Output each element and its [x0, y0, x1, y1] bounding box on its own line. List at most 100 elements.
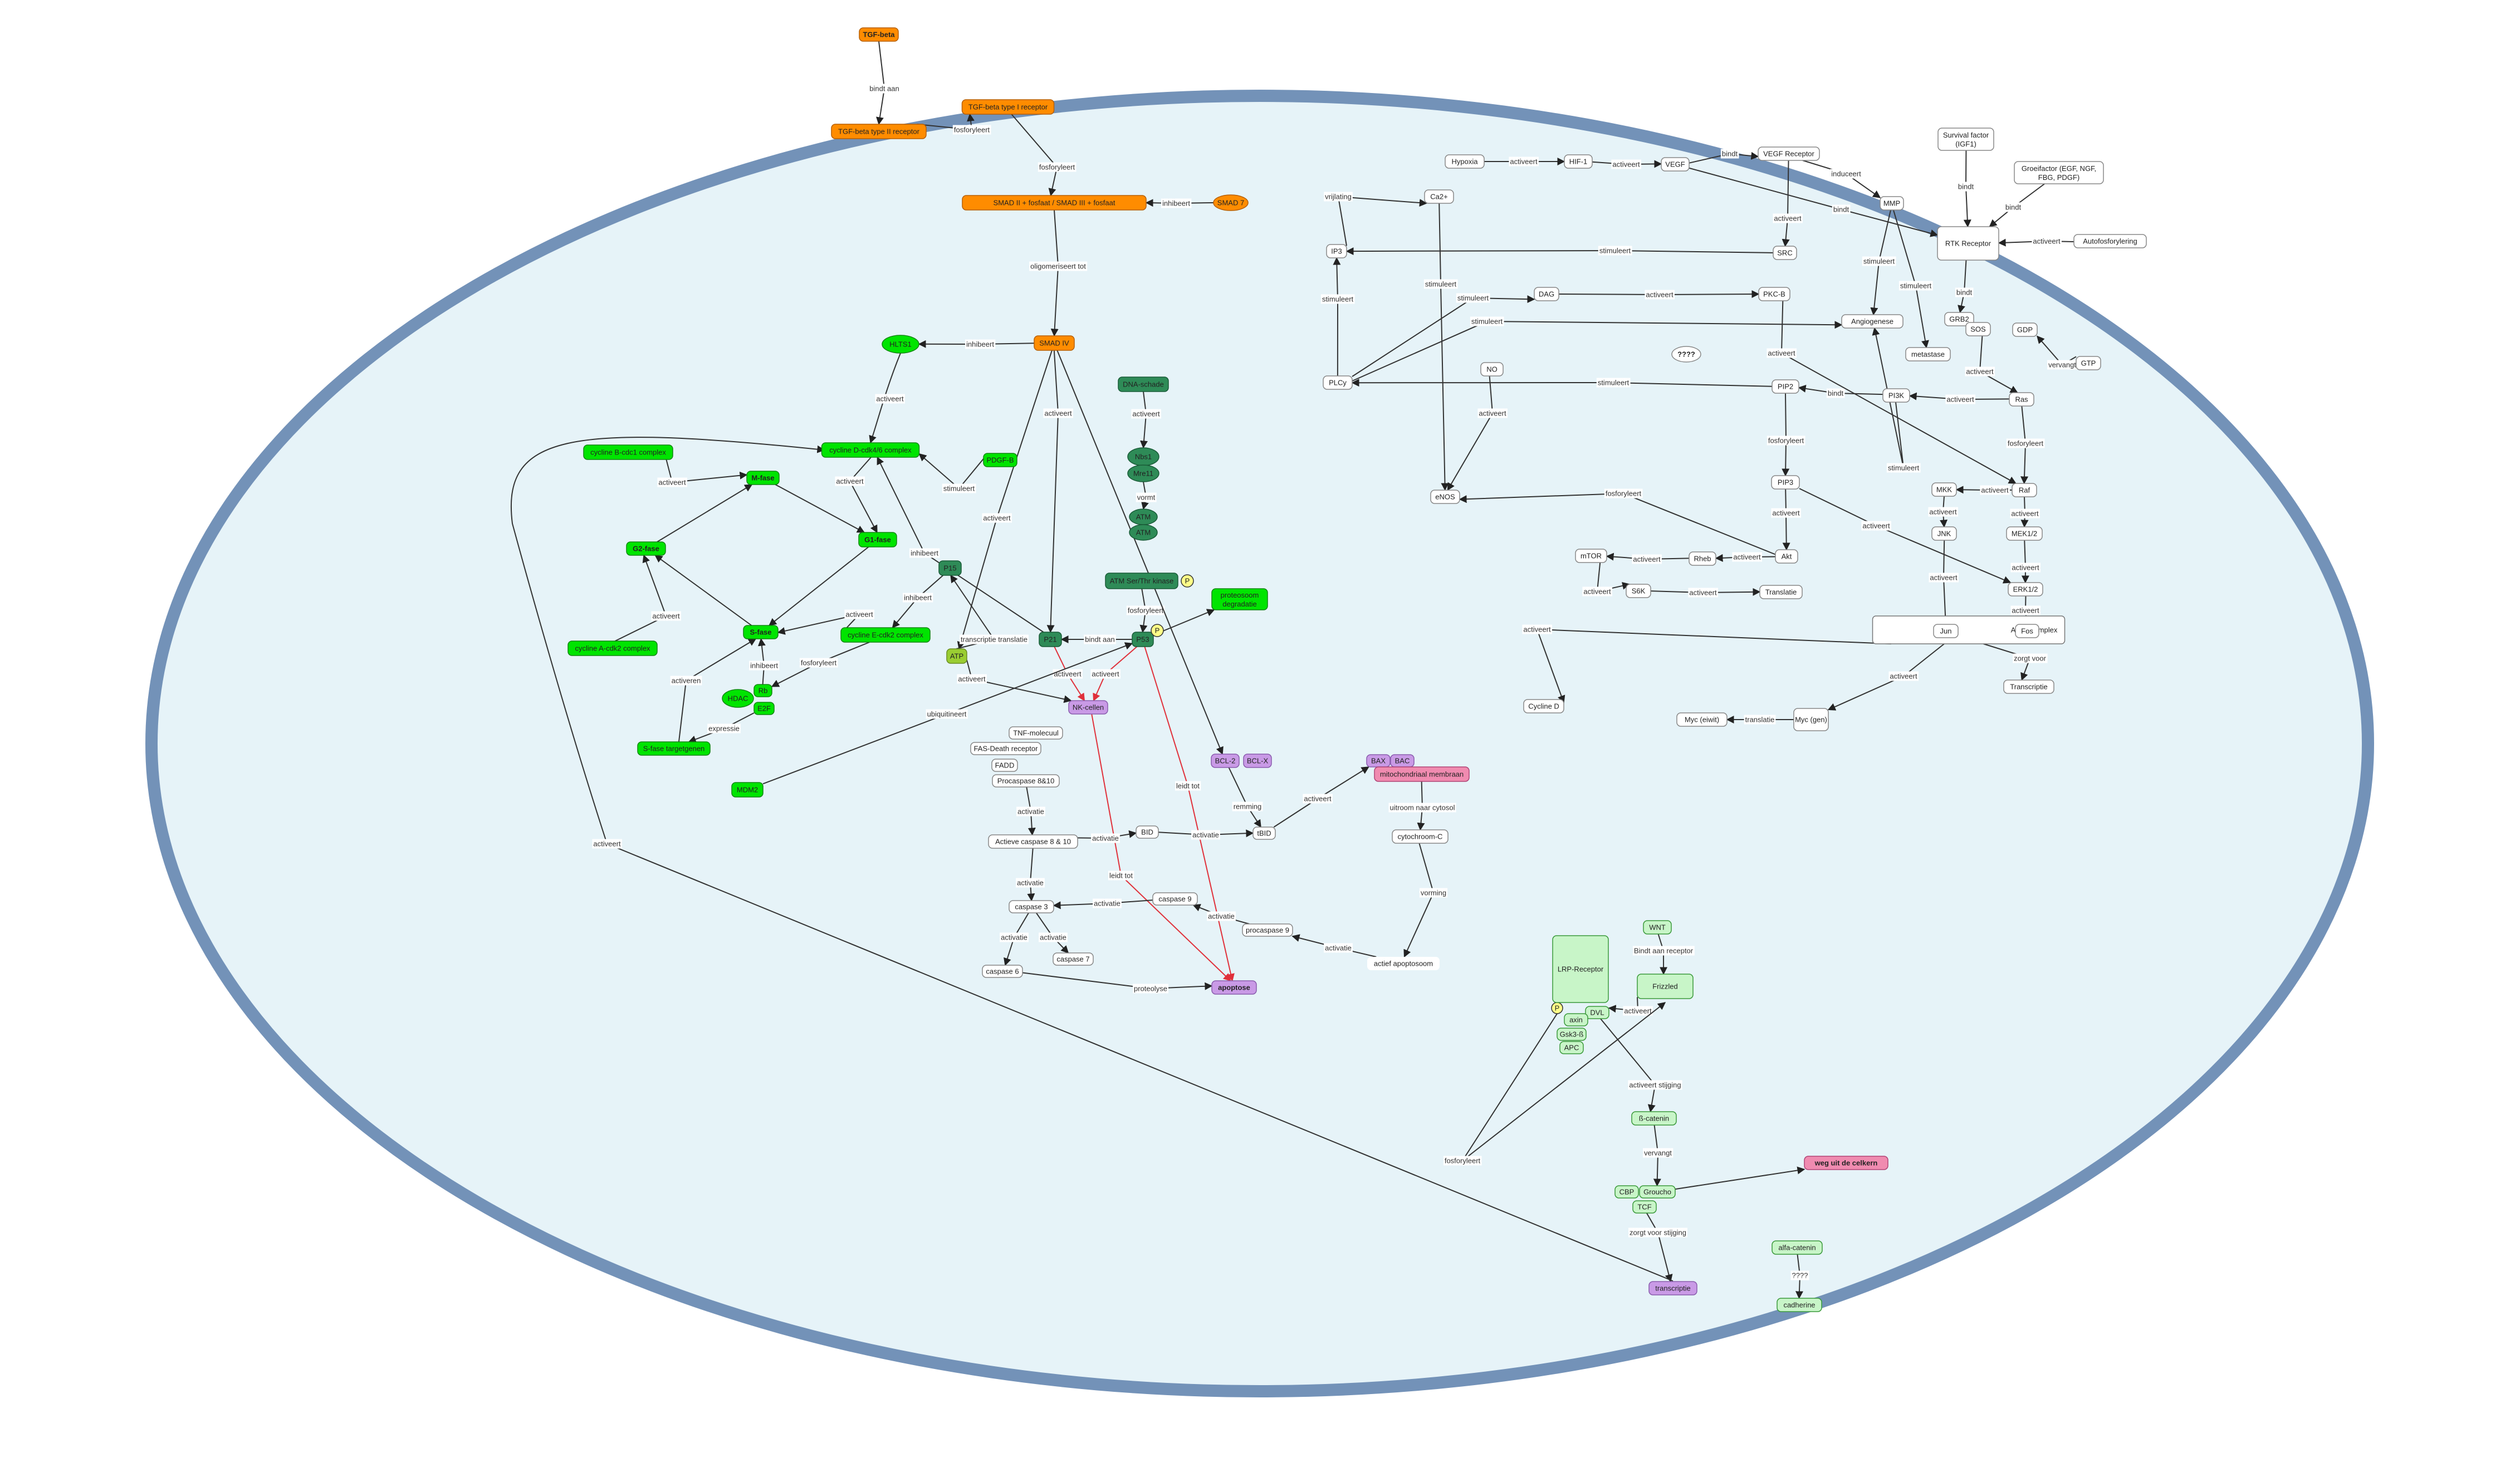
node-mycgen[interactable]: Myc (gen)	[1793, 708, 1829, 731]
node-mmp[interactable]: MMP	[1880, 196, 1904, 211]
node-enos[interactable]: eNOS	[1430, 490, 1460, 504]
node-mtor[interactable]: mTOR	[1575, 549, 1607, 563]
node-ras[interactable]: Ras	[2009, 392, 2034, 407]
node-procasp9[interactable]: procaspase 9	[1242, 923, 1293, 937]
node-ip3[interactable]: IP3	[1326, 244, 1347, 258]
node-cycD[interactable]: cycline D-cdk4/6 complex	[821, 442, 920, 458]
node-nkcel[interactable]: NK-cellen	[1068, 700, 1108, 715]
node-myc[interactable]: Myc (eiwit)	[1676, 712, 1728, 727]
node-lrp[interactable]: LRP-Receptor	[1552, 935, 1609, 1003]
node-pdgfb[interactable]: PDGF-B	[983, 453, 1017, 467]
node-p21[interactable]: P21	[1039, 632, 1062, 647]
node-atm1[interactable]: ATM	[1129, 508, 1158, 525]
node-cycE[interactable]: cycline E-cdk2 complex	[840, 627, 931, 643]
node-bax[interactable]: BAX	[1366, 754, 1391, 767]
node-ca2[interactable]: Ca2+	[1424, 189, 1454, 204]
node-dna[interactable]: DNA-schade	[1118, 376, 1169, 392]
node-tgfb2[interactable]: TGF-beta type II receptor	[831, 124, 927, 139]
node-akt[interactable]: Akt	[1775, 549, 1798, 564]
node-tbid[interactable]: tBID	[1252, 827, 1276, 840]
node-gdp[interactable]: GDP	[2012, 322, 2038, 337]
node-apoptose[interactable]: apoptose	[1211, 980, 1257, 995]
node-rtk[interactable]: RTK Receptor	[1937, 226, 1999, 261]
node-bac[interactable]: BAC	[1390, 754, 1415, 767]
node-hypoxia[interactable]: Hypoxia	[1445, 154, 1485, 169]
node-jnk[interactable]: JNK	[1931, 526, 1957, 541]
node-fas[interactable]: FAS-Death receptor	[970, 742, 1041, 755]
node-src[interactable]: SRC	[1773, 246, 1797, 260]
node-erk[interactable]: ERK1/2	[2008, 582, 2043, 596]
node-smad23[interactable]: SMAD II + fosfaat / SMAD III + fosfaat	[962, 195, 1147, 211]
node-tcf[interactable]: TCF	[1632, 1200, 1657, 1214]
node-tgfb1[interactable]: TGF-beta type I receptor	[961, 99, 1055, 115]
node-g2fase[interactable]: G2-fase	[626, 541, 666, 556]
node-smad4[interactable]: SMAD IV	[1034, 335, 1075, 351]
node-mek[interactable]: MEK1/2	[2006, 526, 2043, 541]
node-p15[interactable]: P15	[938, 560, 962, 576]
node-p2[interactable]: P	[1551, 1002, 1563, 1014]
node-mre11[interactable]: Mre11	[1127, 464, 1159, 482]
node-tnf[interactable]: TNF-molecuul	[1009, 726, 1063, 740]
node-transcriptie1[interactable]: Transcriptie	[2003, 679, 2054, 694]
node-bclx[interactable]: BCL-X	[1243, 754, 1272, 768]
node-mdm2[interactable]: MDM2	[731, 782, 764, 798]
node-cytc[interactable]: cytochroom-C	[1392, 829, 1449, 844]
node-vegfr[interactable]: VEGF Receptor	[1758, 146, 1820, 161]
node-unknown[interactable]: ????	[1671, 346, 1701, 363]
node-hlts1[interactable]: HLTS1	[882, 335, 919, 354]
node-mfase[interactable]: M-fase	[746, 471, 780, 485]
node-frizzled[interactable]: Frizzled	[1637, 974, 1694, 999]
node-mito[interactable]: mitochondriaal membraan	[1374, 766, 1470, 782]
node-tgfb[interactable]: TGF-beta	[859, 27, 899, 42]
node-translatie[interactable]: Translatie	[1759, 585, 1803, 599]
node-hdac[interactable]: HDAC	[722, 689, 754, 708]
node-cycB[interactable]: cycline B-cdc1 complex	[583, 444, 673, 460]
node-pkcb[interactable]: PKC-B	[1758, 287, 1790, 301]
node-weg[interactable]: weg uit de celkern	[1804, 1156, 1888, 1170]
node-gsk[interactable]: Gsk3-ß	[1557, 1028, 1587, 1041]
node-bcat[interactable]: ß-catenin	[1631, 1111, 1677, 1126]
node-procasp810[interactable]: Procaspase 8&10	[992, 774, 1060, 788]
node-atmk[interactable]: ATM Ser/Thr kinase	[1105, 573, 1178, 589]
node-casp3[interactable]: caspase 3	[1009, 900, 1054, 913]
node-atm2[interactable]: ATM	[1129, 524, 1158, 541]
node-rheb[interactable]: Rheb	[1689, 551, 1716, 566]
node-pip2[interactable]: PIP2	[1772, 379, 1799, 394]
node-plcy[interactable]: PLCy	[1323, 375, 1353, 390]
node-casp6[interactable]: caspase 6	[982, 965, 1023, 978]
node-sfasegen[interactable]: S-fase targetgenen	[637, 741, 711, 756]
node-autof[interactable]: Autofosforylering	[2073, 234, 2147, 248]
node-cadherine[interactable]: cadherine	[1777, 1298, 1822, 1312]
node-transcriptie2[interactable]: transcriptie	[1648, 1281, 1697, 1295]
node-axin[interactable]: axin	[1564, 1013, 1588, 1026]
node-cycA[interactable]: cycline A-cdk2 complex	[567, 640, 658, 656]
node-wnt[interactable]: WNT	[1643, 920, 1672, 935]
node-alfacat[interactable]: alfa-catenin	[1772, 1240, 1823, 1255]
node-p3[interactable]: P	[1181, 574, 1194, 588]
node-angio[interactable]: Angiogenese	[1841, 314, 1904, 329]
node-smad7[interactable]: SMAD 7	[1213, 194, 1249, 211]
node-jun[interactable]: Jun	[1933, 624, 1959, 638]
node-atp[interactable]: ATP	[946, 648, 967, 664]
node-mkk[interactable]: MKK	[1931, 482, 1957, 497]
node-p53[interactable]: P53	[1132, 632, 1154, 647]
node-casp810[interactable]: Actieve caspase 8 & 10	[988, 834, 1078, 849]
node-cbp[interactable]: CBP	[1614, 1185, 1639, 1199]
node-s6k[interactable]: S6K	[1626, 584, 1651, 598]
node-casp9[interactable]: caspase 9	[1152, 892, 1198, 906]
node-bcl2[interactable]: BCL-2	[1211, 754, 1240, 768]
node-grb2[interactable]: GRB2	[1944, 312, 1974, 326]
node-apc[interactable]: APC	[1559, 1041, 1584, 1054]
node-e2f[interactable]: E2F	[753, 702, 775, 715]
node-raf[interactable]: Raf	[2012, 483, 2037, 497]
node-apopt[interactable]: actief apoptosoom	[1367, 957, 1440, 970]
node-dag[interactable]: DAG	[1534, 287, 1559, 301]
node-pi3k[interactable]: PI3K	[1882, 388, 1910, 403]
node-no[interactable]: NO	[1480, 362, 1504, 376]
node-p[interactable]: P	[1151, 624, 1164, 637]
node-dvl[interactable]: DVL	[1585, 1006, 1609, 1019]
node-gtp[interactable]: GTP	[2076, 356, 2101, 370]
node-vegf[interactable]: VEGF	[1661, 157, 1690, 172]
node-g1fase[interactable]: G1-fase	[858, 532, 897, 547]
